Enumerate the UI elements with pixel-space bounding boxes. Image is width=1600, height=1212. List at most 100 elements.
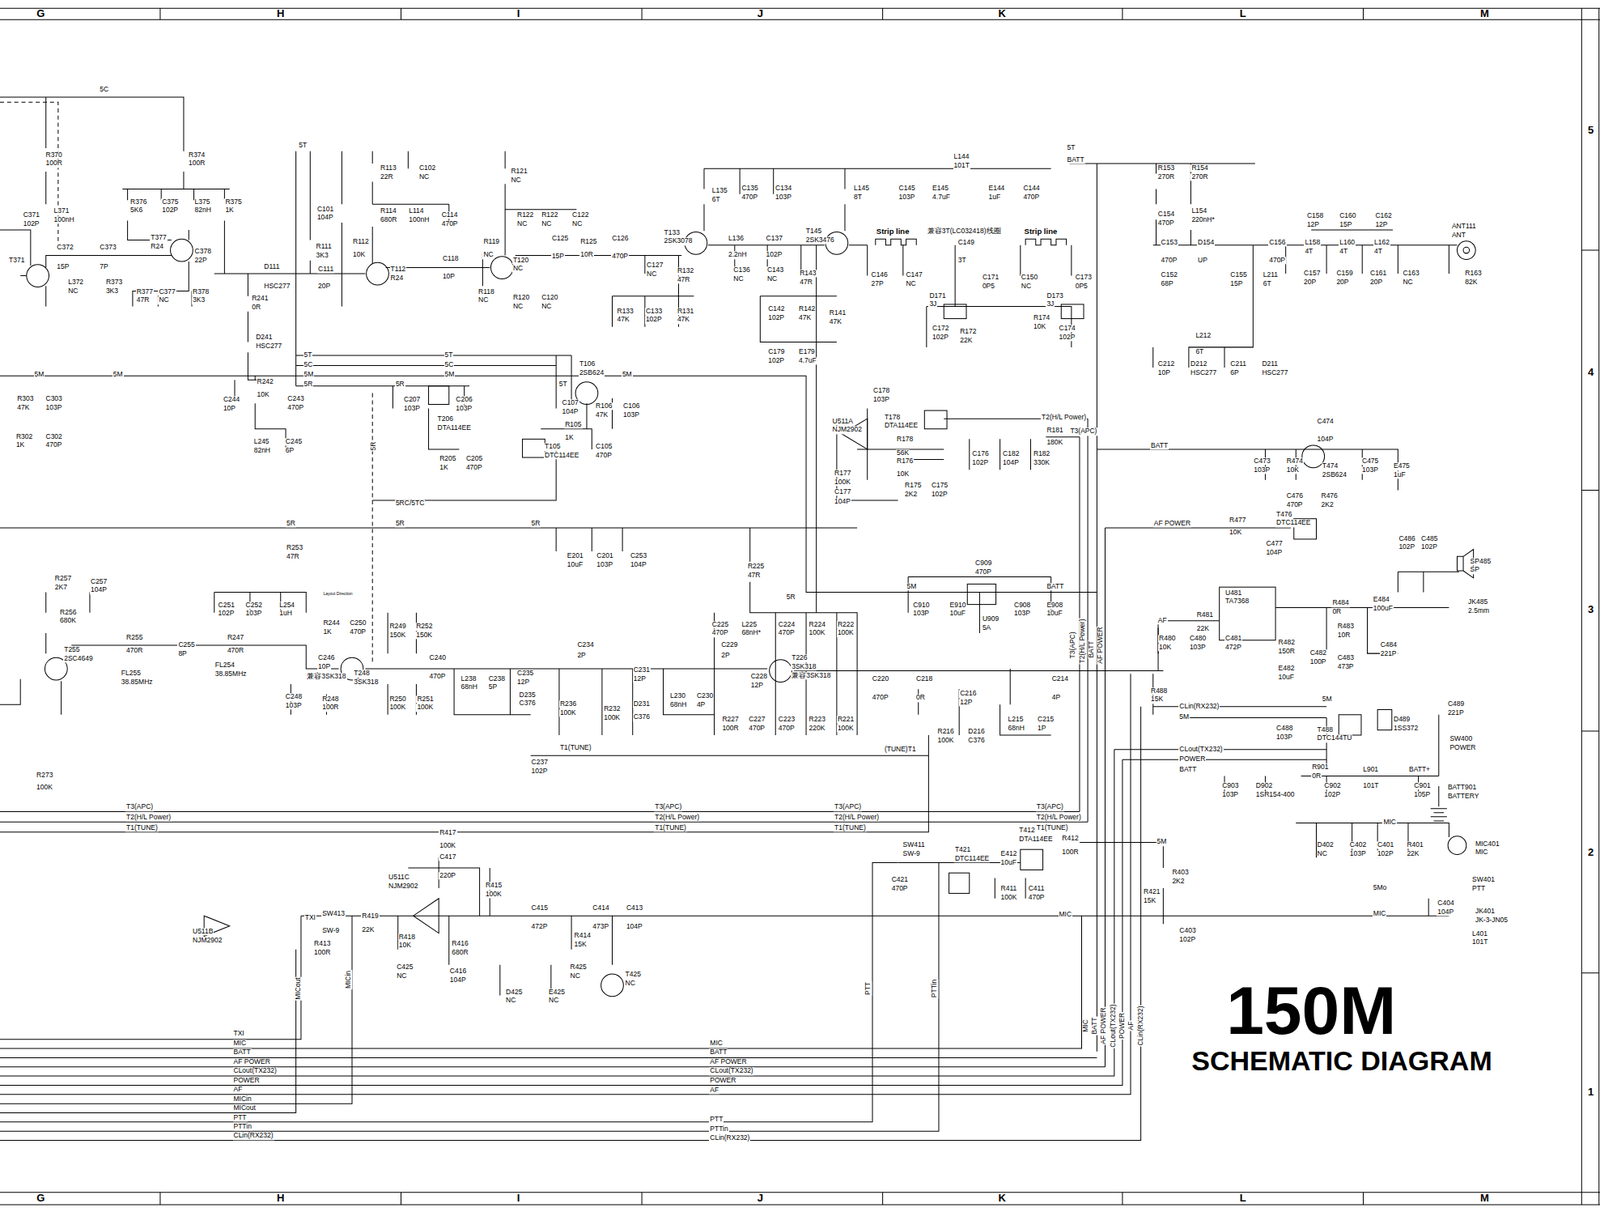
component-label: 100R bbox=[187, 160, 206, 168]
component-label: 5T bbox=[303, 351, 314, 359]
component-label: 2P bbox=[576, 651, 586, 659]
component-label: C218 bbox=[915, 674, 934, 683]
component-label: R141 bbox=[828, 309, 847, 317]
component-label: C159 bbox=[1335, 269, 1354, 277]
component-label: NC bbox=[1020, 282, 1032, 290]
component-label: C158 bbox=[1306, 212, 1325, 221]
component-label: SW411 bbox=[902, 840, 926, 849]
component-label: T106 bbox=[578, 360, 596, 368]
component-label: L211 bbox=[1262, 271, 1279, 280]
component-label: NC bbox=[766, 275, 778, 283]
component-label: BATT bbox=[1066, 156, 1086, 164]
component-label: 47K bbox=[797, 314, 812, 322]
component-label: NC bbox=[547, 997, 560, 1005]
component-label: 15P bbox=[1229, 280, 1244, 288]
component-label: C178 bbox=[872, 386, 891, 395]
component-label: 10K bbox=[256, 390, 271, 399]
component-label: R111 bbox=[315, 242, 333, 251]
signal-name: AF POWER bbox=[1097, 625, 1105, 664]
component-label: NC bbox=[624, 979, 637, 987]
component-label: C146 bbox=[870, 271, 889, 280]
component-label: 1K bbox=[15, 441, 26, 450]
component-label: 102P bbox=[765, 251, 784, 259]
component-label: R163 bbox=[1464, 269, 1482, 277]
antenna-connector bbox=[1456, 241, 1476, 260]
component-label: 102P bbox=[971, 458, 989, 467]
component-label: R421 bbox=[1142, 887, 1161, 896]
component-label: 3J bbox=[928, 301, 938, 309]
component-label: 470P bbox=[974, 568, 993, 576]
component-label: NC bbox=[512, 265, 524, 273]
component-label: 兼容3T(LC032418)线圈 bbox=[926, 228, 1002, 236]
component-label: 104P bbox=[629, 560, 648, 569]
component-label: NC bbox=[732, 275, 744, 283]
component-label: 5M bbox=[33, 370, 46, 378]
component-label: 104P bbox=[89, 586, 108, 595]
component-label: 101T bbox=[1471, 938, 1489, 947]
component-label: 6T bbox=[1262, 280, 1273, 288]
component-label: D402 bbox=[1316, 840, 1335, 849]
component-label: T488 bbox=[1316, 725, 1334, 734]
component-label: 100K bbox=[559, 708, 578, 717]
component-label: BATT bbox=[233, 1048, 252, 1057]
component-label: 47R bbox=[746, 571, 762, 579]
component-label: C474 bbox=[1316, 417, 1335, 425]
component-label: R182 bbox=[1032, 449, 1051, 458]
component-label: 470P bbox=[740, 193, 759, 201]
component-label: 101T bbox=[1362, 781, 1380, 790]
component-label: MIC bbox=[1474, 848, 1490, 857]
component-label: D235 bbox=[518, 691, 537, 699]
component-label: 10K bbox=[1032, 322, 1047, 331]
component-label: C120 bbox=[540, 294, 559, 302]
component-label: R222 bbox=[836, 620, 855, 629]
audio-wires bbox=[1114, 571, 1460, 807]
component-label: E484 bbox=[1372, 596, 1391, 604]
component-label: R247 bbox=[226, 633, 245, 641]
component-label: T3(APC) bbox=[653, 803, 683, 811]
component-label: 103P bbox=[454, 404, 473, 412]
component-label: C155 bbox=[1229, 271, 1248, 280]
component-label: 470P bbox=[594, 451, 613, 459]
component-label: C206 bbox=[454, 396, 473, 404]
component-label: C243 bbox=[286, 394, 305, 403]
component-label: NC bbox=[67, 287, 79, 295]
component-label: CLout(TX232) bbox=[233, 1066, 278, 1074]
component-label: NC bbox=[509, 176, 522, 184]
signal-name: MICin bbox=[345, 969, 353, 989]
component-label: JK485 bbox=[1467, 598, 1489, 606]
component-label: 8T bbox=[853, 193, 863, 201]
signal-name: PTTin bbox=[930, 977, 938, 998]
component-label: SP485 bbox=[1469, 557, 1493, 565]
component-label: C163 bbox=[1401, 269, 1420, 277]
component-label: R425 bbox=[569, 963, 588, 972]
component-label: C173 bbox=[1074, 273, 1093, 281]
component-label: (TUNE)T1 bbox=[883, 745, 917, 753]
component-label: T3(APC) bbox=[833, 803, 862, 811]
component-label: E475 bbox=[1392, 462, 1411, 471]
component-label: R251 bbox=[415, 695, 434, 703]
component-label: 104P bbox=[1264, 548, 1283, 556]
component-label: C160 bbox=[1338, 212, 1357, 221]
signal-name: MICout bbox=[295, 976, 303, 1000]
component-label: C144 bbox=[1022, 185, 1040, 193]
component-label: D211 bbox=[1260, 360, 1279, 368]
signal-name: POWER bbox=[1118, 1011, 1126, 1040]
signal-name: BATT bbox=[1087, 639, 1095, 658]
component-label: R154 bbox=[1190, 164, 1209, 172]
component-label: 102P bbox=[217, 610, 236, 618]
component-label: 102P bbox=[1376, 849, 1395, 858]
component-label: C150 bbox=[1020, 273, 1039, 281]
component-label: 103P bbox=[1188, 643, 1207, 651]
component-label: 3SK318 bbox=[790, 662, 817, 671]
component-label: 100R bbox=[321, 704, 340, 712]
component-label: 3K3 bbox=[191, 297, 206, 305]
component-label: 5C bbox=[303, 360, 315, 369]
component-label: C473 bbox=[1252, 457, 1271, 465]
component-label: 104P bbox=[561, 407, 580, 416]
component-label: C229 bbox=[720, 640, 739, 649]
component-label: SP bbox=[1469, 566, 1481, 574]
component-label: C162 bbox=[1374, 212, 1393, 221]
component-label: POWER bbox=[1178, 755, 1206, 763]
component-label: 2.2nH bbox=[727, 251, 748, 259]
component-label: 100K bbox=[937, 736, 955, 744]
